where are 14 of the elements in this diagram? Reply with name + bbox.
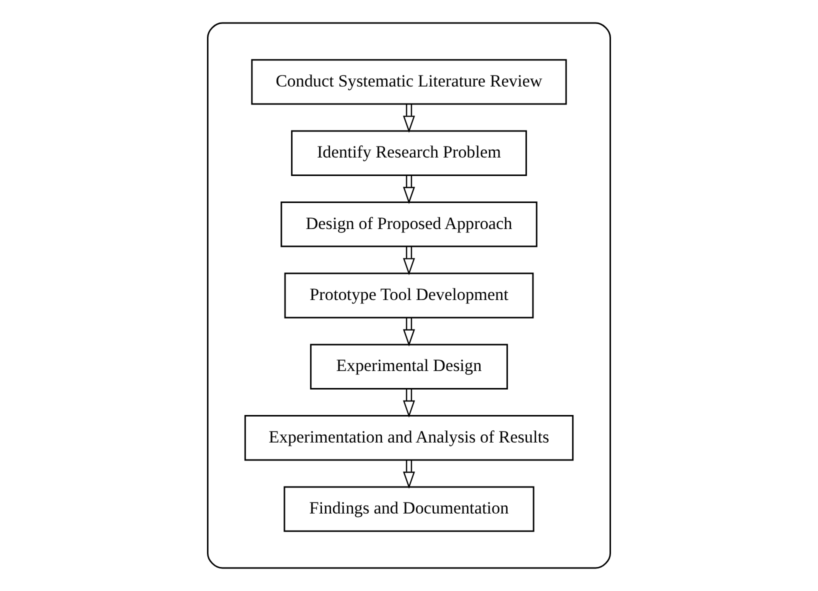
arrow bbox=[402, 246, 416, 276]
node-box: Experimentation and Analysis of Results bbox=[244, 415, 574, 461]
node-box: Prototype Tool Development bbox=[284, 272, 534, 318]
node-box: Experimental Design bbox=[310, 344, 508, 390]
arrow bbox=[402, 388, 416, 418]
node-box: Identify Research Problem bbox=[291, 130, 527, 176]
node-box: Conduct Systematic Literature Review bbox=[251, 59, 567, 105]
node-box: Design of Proposed Approach bbox=[280, 201, 538, 248]
cluster bbox=[206, 22, 612, 569]
node-box: Findings and Documentation bbox=[284, 486, 534, 532]
arrow bbox=[402, 175, 416, 204]
arrow bbox=[402, 104, 416, 133]
arrow bbox=[402, 460, 416, 489]
arrow bbox=[402, 318, 416, 346]
